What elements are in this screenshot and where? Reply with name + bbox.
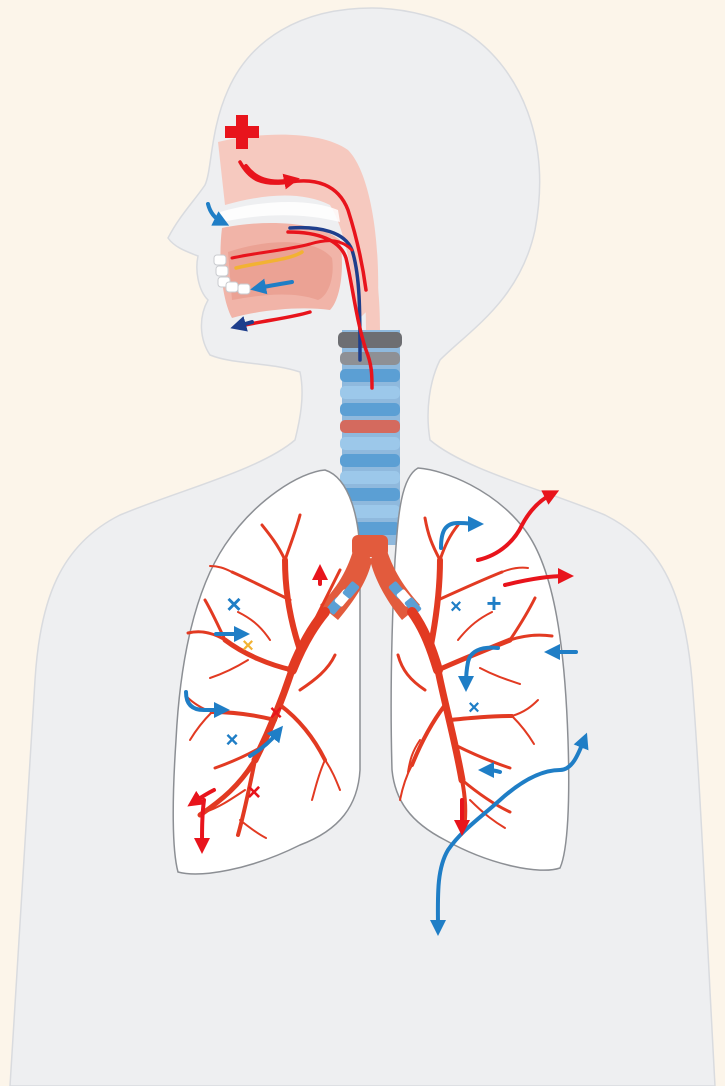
oxygen-cross-left-lower: × [247,779,261,806]
co2-arrow-in-lower-right [486,770,500,772]
co2-cross-left-mid: × [226,727,239,752]
oxygen-cross-left: × [270,700,283,725]
co2-cross-right-low: × [468,697,480,719]
co2-plus-right: + [486,588,501,618]
oxygen-arrow-left-down [202,800,204,846]
co2-cross-left-upper: × [226,589,241,619]
co2-cross-right: × [450,596,462,618]
intermediate-cross-left: × [242,635,254,657]
